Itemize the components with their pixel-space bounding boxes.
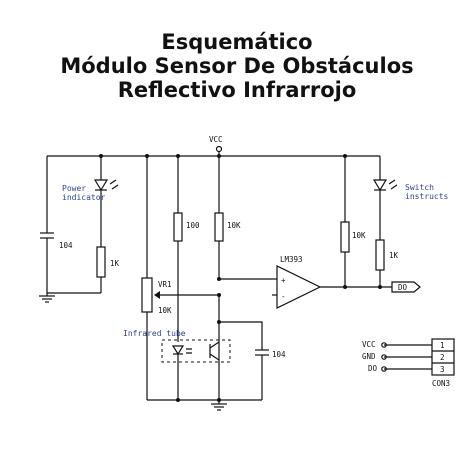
do-output-arrow	[391, 281, 421, 293]
r-10k-right	[340, 221, 350, 253]
vcc-terminal	[215, 145, 223, 153]
lm393-comparator	[276, 265, 322, 309]
c1-label: 104	[59, 241, 73, 250]
infrared-label: Infrared tube	[123, 329, 186, 338]
con3-label: CON3	[432, 379, 450, 388]
switch-label-1: Switch	[405, 183, 434, 192]
ir-led-icon	[171, 345, 185, 356]
con-gnd-label: GND	[362, 352, 376, 361]
r-10k-right-label: 10K	[352, 231, 366, 240]
ic-minus: -	[281, 292, 286, 301]
ic-plus: +	[281, 276, 286, 285]
r-100-label: 100	[186, 221, 200, 230]
r-10k-mid	[214, 212, 224, 242]
pin-3: 3	[440, 365, 445, 374]
title-line-2: Módulo Sensor De Obstáculos	[60, 54, 414, 78]
vr1-pot	[141, 277, 153, 313]
r-10k-mid-label: 10K	[227, 221, 241, 230]
vr1-label: VR1	[158, 280, 172, 289]
vr1-value-label: 10K	[158, 306, 172, 315]
title-line-3: Reflectivo Infrarrojo	[117, 78, 357, 102]
r-1k-right	[375, 239, 385, 271]
infrared-tube-box	[161, 339, 231, 363]
c2-label: 104	[272, 350, 286, 359]
pin-2: 2	[440, 353, 445, 362]
switch-label-2: instructs	[405, 192, 449, 201]
r-1k-right-label: 1K	[389, 251, 399, 260]
con-do-label: DO	[368, 364, 378, 373]
do-output-label: DO	[398, 283, 408, 292]
power-label-2: indicator	[62, 193, 106, 202]
vr1-wiper-icon	[154, 291, 160, 299]
r-1k-left-label: 1K	[110, 259, 120, 268]
con-vcc-label: VCC	[362, 340, 376, 349]
switch-led-icon	[372, 179, 388, 192]
power-led-icon	[93, 179, 109, 192]
vcc-top-label: VCC	[209, 135, 223, 144]
r-1k-left	[96, 246, 106, 278]
power-label-1: Power	[62, 184, 86, 193]
ic-label: LM393	[280, 255, 303, 264]
title-line-1: Esquemático	[161, 30, 313, 54]
pin-1: 1	[440, 341, 445, 350]
r-100	[173, 212, 183, 242]
